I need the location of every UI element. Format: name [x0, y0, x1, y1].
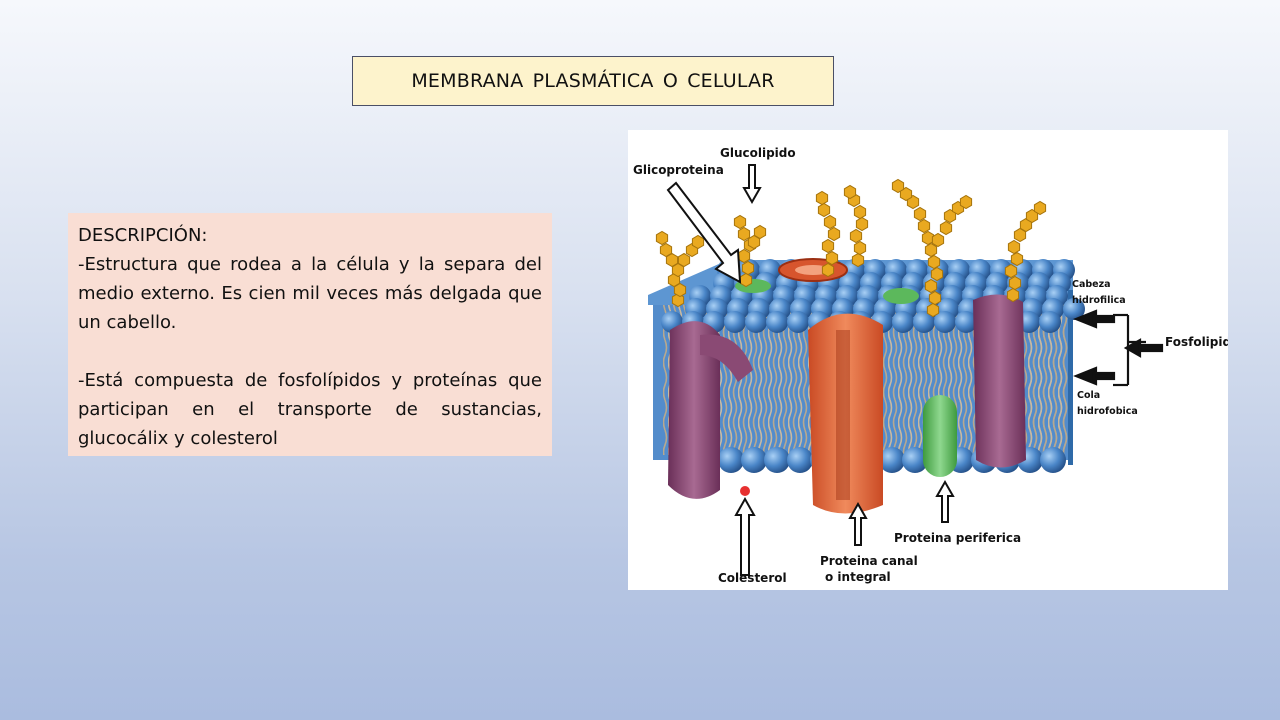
sugar-unit — [667, 272, 681, 288]
sugar-unit — [855, 216, 869, 232]
sugar-unit — [853, 240, 867, 256]
label-proteina-periferica: Proteina periferica — [894, 531, 1021, 545]
membrane-diagram-svg: Glucolipido Glicoproteina Cabeza hidrofi… — [633, 146, 1228, 585]
sugar-unit — [737, 226, 751, 242]
phospholipid-head — [902, 447, 928, 473]
sugar-unit — [671, 292, 685, 308]
sugar-unit — [1004, 263, 1018, 279]
sugar-unit — [825, 250, 839, 266]
sugar-unit — [737, 248, 751, 264]
slide-title: MEMBRANA PLASMÁTICA O CELULAR — [352, 56, 834, 106]
sugar-unit — [924, 278, 938, 294]
sugar-unit — [677, 252, 691, 268]
glycocalyx-chains — [655, 178, 1047, 318]
phospholipid-bracket — [1073, 309, 1164, 387]
phospholipid-head — [955, 311, 977, 333]
sugar-unit — [928, 290, 942, 306]
phospholipid-head — [718, 447, 744, 473]
phospholipid-head — [879, 447, 905, 473]
sugar-unit — [1006, 287, 1020, 303]
phospholipid-head — [741, 447, 767, 473]
sugar-unit — [926, 302, 940, 318]
label-hidrofilica: hidrofilica — [1072, 295, 1126, 306]
sugar-unit — [1008, 275, 1022, 291]
phospholipid-head — [1018, 311, 1040, 333]
sugar-unit — [691, 234, 705, 250]
sugar-unit — [849, 228, 863, 244]
phospholipid-head — [1039, 311, 1061, 333]
sugar-unit — [853, 204, 867, 220]
sugar-unit — [815, 190, 829, 206]
sugar-unit — [843, 184, 857, 200]
sugar-unit — [1007, 239, 1021, 255]
sugar-unit — [823, 214, 837, 230]
sugar-unit — [924, 242, 938, 258]
phospholipid-head — [934, 311, 956, 333]
cholesterol-marker — [740, 486, 750, 496]
sugar-unit — [913, 206, 927, 222]
label-cola: Cola — [1077, 390, 1100, 401]
sugar-unit — [821, 262, 835, 278]
description-heading: DESCRIPCIÓN: — [78, 225, 208, 246]
phospholipid-head — [766, 311, 788, 333]
description-paragraph-1: -Estructura que rodea a la célula y la s… — [78, 254, 542, 333]
sugar-unit — [930, 266, 944, 282]
description-paragraph-2: -Está compuesta de fosfolípidos y proteí… — [78, 370, 542, 449]
label-arrows — [666, 164, 955, 576]
label-fosfolipido: Fosfolipido — [1165, 335, 1228, 349]
sugar-unit — [917, 218, 931, 234]
label-hidrofobica: hidrofobica — [1077, 406, 1138, 417]
phospholipid-head — [724, 311, 746, 333]
diagram-labels: Glucolipido Glicoproteina Cabeza hidrofi… — [633, 146, 1228, 585]
sugar-unit — [891, 178, 905, 194]
phospholipid-head — [745, 311, 767, 333]
label-glicoproteina: Glicoproteina — [633, 163, 724, 177]
sugar-unit — [753, 224, 767, 240]
sugar-unit — [921, 230, 935, 246]
sugar-unit — [927, 254, 941, 270]
label-glucolipido: Glucolipido — [720, 146, 796, 160]
phospholipid-head — [913, 311, 935, 333]
sugar-unit — [959, 194, 973, 210]
label-cabeza: Cabeza — [1072, 279, 1111, 290]
paragraph-spacer — [78, 337, 542, 366]
sugar-unit — [655, 230, 669, 246]
label-o-integral: o integral — [825, 570, 891, 584]
sugar-unit — [741, 260, 755, 276]
sugar-unit — [851, 252, 865, 268]
sugar-unit — [821, 238, 835, 254]
sugar-unit — [733, 214, 747, 230]
description-box: DESCRIPCIÓN: -Estructura que rodea a la … — [68, 213, 552, 456]
sugar-unit — [931, 232, 945, 248]
phospholipid-head — [892, 311, 914, 333]
sugar-unit — [827, 226, 841, 242]
sugar-unit — [1010, 251, 1024, 267]
label-proteina-canal: Proteina canal — [820, 554, 918, 568]
phospholipid-head — [764, 447, 790, 473]
sugar-unit — [939, 220, 953, 236]
integral-protein-right — [973, 294, 1026, 468]
phospholipid-head — [787, 447, 813, 473]
label-colesterol: Colesterol — [718, 571, 787, 585]
integral-protein-left — [668, 321, 753, 499]
sugar-unit — [739, 272, 753, 288]
phospholipid-head — [787, 311, 809, 333]
phospholipid-head — [1063, 298, 1085, 320]
sugar-unit — [659, 242, 673, 258]
sugar-unit — [1033, 200, 1047, 216]
membrane-diagram: Glucolipido Glicoproteina Cabeza hidrofi… — [628, 130, 1228, 590]
sugar-unit — [817, 202, 831, 218]
phospholipid-head — [1040, 447, 1066, 473]
slide-title-text: MEMBRANA PLASMÁTICA O CELULAR — [411, 70, 775, 92]
